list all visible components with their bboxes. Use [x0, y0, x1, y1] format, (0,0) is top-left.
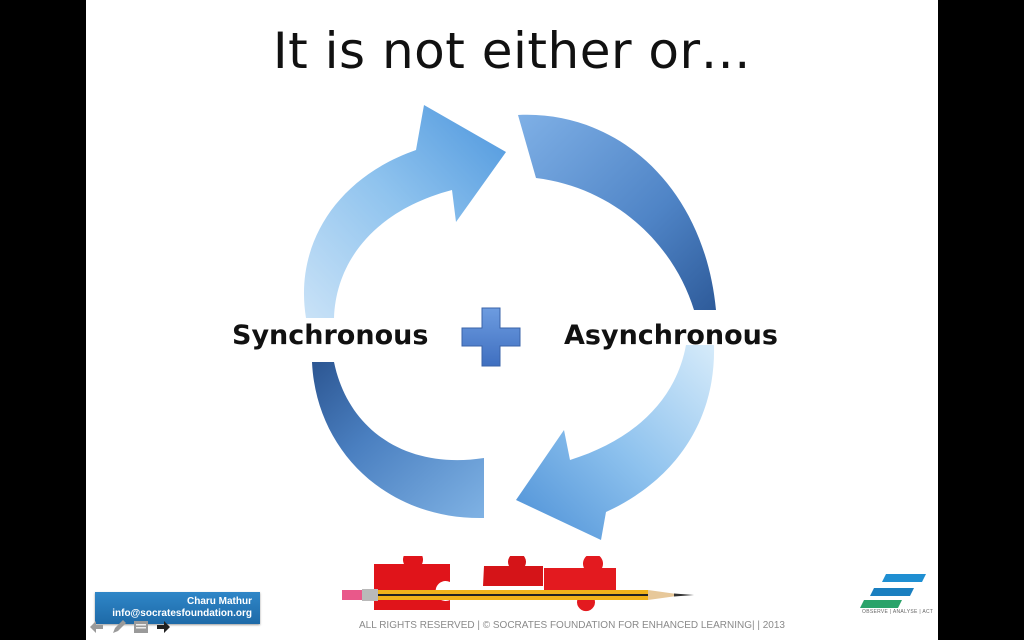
- socrates-logo: [860, 574, 926, 608]
- back-icon[interactable]: [88, 618, 106, 636]
- presenter-name: Charu Mathur: [187, 596, 252, 607]
- arrow-bottom-left: [312, 362, 484, 519]
- menu-icon[interactable]: [132, 618, 150, 636]
- arrow-top-left: [303, 105, 506, 318]
- pencil-puzzle-graphic: [342, 556, 694, 612]
- presenter-email: info@socratesfoundation.org: [112, 608, 252, 619]
- logo-tagline: OBSERVE | ANALYSE | ACT: [862, 609, 934, 615]
- cycle-arrows-graphic: [303, 105, 716, 540]
- plus-icon: [461, 307, 521, 367]
- presenter-contact-badge: Charu Mathur info@socratesfoundation.org: [95, 592, 260, 624]
- slide-title: It is not either or…: [272, 22, 752, 80]
- arrow-bottom-right: [516, 345, 715, 540]
- slide: It is not either or…: [86, 0, 938, 640]
- arrow-top-right: [518, 114, 716, 310]
- pen-icon[interactable]: [110, 618, 128, 636]
- presentation-toolbar: [88, 618, 172, 638]
- footer-copyright: ALL RIGHTS RESERVED | © SOCRATES FOUNDAT…: [359, 620, 785, 631]
- synchronous-label: Synchronous: [232, 320, 429, 351]
- asynchronous-label: Asynchronous: [564, 320, 778, 351]
- forward-icon[interactable]: [154, 618, 172, 636]
